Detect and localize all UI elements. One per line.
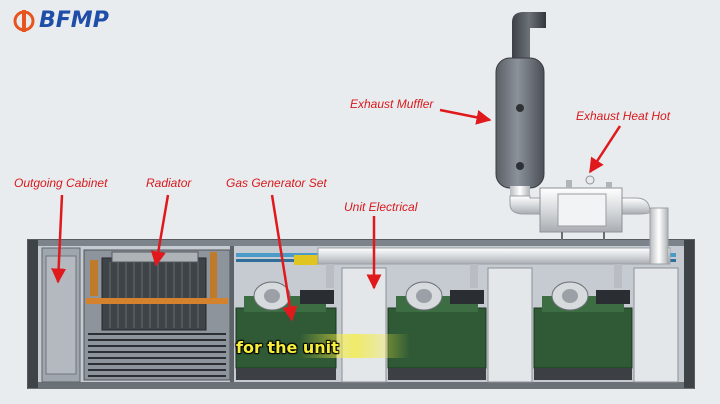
- outgoing-cabinet-arrow: [51, 194, 67, 284]
- label-gas-generator-set: Gas Generator Set: [226, 176, 327, 190]
- label-exhaust-heat-hot: Exhaust Heat Hot: [576, 109, 671, 123]
- exhaust-muffler-arrow: [439, 108, 492, 125]
- label-radiator: Radiator: [146, 176, 192, 190]
- exhaust-header-pipe: [317, 247, 671, 265]
- engine-icon: [387, 281, 487, 380]
- label-unit-electrical: Unit Electrical: [344, 200, 418, 214]
- video-caption: for the unit: [236, 338, 339, 357]
- generator-set-arrow: [270, 194, 298, 322]
- label-exhaust-muffler: Exhaust Muffler: [350, 97, 434, 111]
- logo-text: BFMP: [39, 8, 109, 33]
- engine-icon: [235, 281, 337, 380]
- heat-exchanger-icon: [539, 175, 623, 240]
- engine-icon: [533, 281, 633, 380]
- exhaust-stack: [512, 12, 546, 62]
- label-outgoing-cabinet: Outgoing Cabinet: [14, 176, 108, 190]
- logo-mark-icon: [13, 9, 35, 32]
- unit-electrical-cabinet: [341, 267, 387, 383]
- radiator-icon: [83, 249, 231, 381]
- heat-hot-arrow: [588, 125, 622, 174]
- brand-logo: BFMP: [12, 8, 109, 33]
- radiator-arrow: [150, 194, 170, 267]
